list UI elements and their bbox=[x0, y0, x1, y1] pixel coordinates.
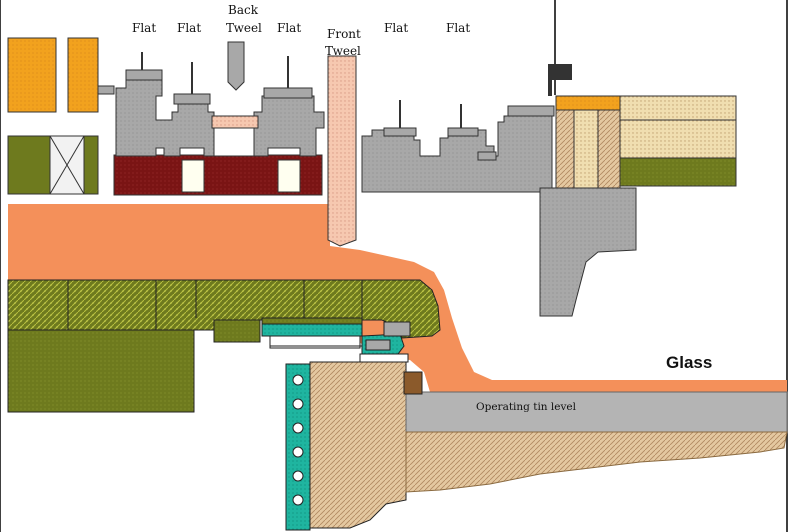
column-hole bbox=[292, 374, 304, 386]
column-hole bbox=[292, 470, 304, 482]
canal-block bbox=[213, 319, 261, 343]
window-panel bbox=[181, 159, 205, 193]
insulation-top bbox=[619, 95, 737, 121]
orange-block bbox=[7, 37, 57, 113]
flat-cap bbox=[263, 87, 313, 99]
tweel-seat bbox=[211, 115, 259, 129]
label-back-tweel-1: Back bbox=[228, 3, 259, 17]
cooling-channel bbox=[261, 323, 363, 337]
column-hole bbox=[292, 494, 304, 506]
tin-bath bbox=[405, 391, 788, 433]
label-back-tweel-2: Tweel bbox=[226, 21, 262, 35]
column-hole bbox=[292, 446, 304, 458]
label-glass: Glass bbox=[666, 353, 712, 372]
lintel-block bbox=[573, 109, 599, 191]
label-front-tweel-1: Front bbox=[327, 27, 361, 41]
label-front-tweel-2: Tweel bbox=[325, 44, 361, 58]
label-flat-1: Flat bbox=[132, 21, 156, 35]
back-tweel bbox=[227, 41, 245, 91]
lip-tile bbox=[365, 339, 391, 351]
canal-gap bbox=[269, 335, 361, 349]
bath-support bbox=[309, 361, 407, 529]
lip-gap bbox=[359, 353, 409, 363]
hanging-wall bbox=[539, 187, 637, 317]
olive-band bbox=[619, 157, 737, 187]
label-flat-5: Flat bbox=[446, 21, 470, 35]
window-panel bbox=[277, 159, 301, 193]
insulation-mid bbox=[619, 119, 737, 159]
label-flat-4: Flat bbox=[384, 21, 408, 35]
olive-support bbox=[7, 329, 195, 413]
bath-bottom bbox=[405, 431, 788, 493]
crown-refractory-right bbox=[361, 115, 553, 193]
label-flat-3: Flat bbox=[277, 21, 301, 35]
flat-cap bbox=[447, 127, 479, 137]
tweel-opening bbox=[213, 127, 255, 157]
column-hole bbox=[292, 398, 304, 410]
flat-cap bbox=[383, 127, 417, 137]
front-tweel bbox=[327, 55, 357, 247]
ledge bbox=[507, 105, 555, 117]
flat-cap bbox=[173, 93, 211, 105]
flat-cap bbox=[125, 69, 163, 81]
canal-cap bbox=[261, 317, 363, 325]
orange-block bbox=[67, 37, 99, 113]
lip-tile bbox=[383, 321, 411, 337]
small-block bbox=[477, 151, 497, 161]
cross-line bbox=[49, 135, 85, 195]
steel-bracket bbox=[548, 64, 572, 96]
label-tin-level: Operating tin level bbox=[476, 401, 577, 413]
lip-block bbox=[403, 371, 423, 395]
column-hole bbox=[292, 422, 304, 434]
label-flat-2: Flat bbox=[177, 21, 201, 35]
small-block bbox=[97, 85, 115, 95]
